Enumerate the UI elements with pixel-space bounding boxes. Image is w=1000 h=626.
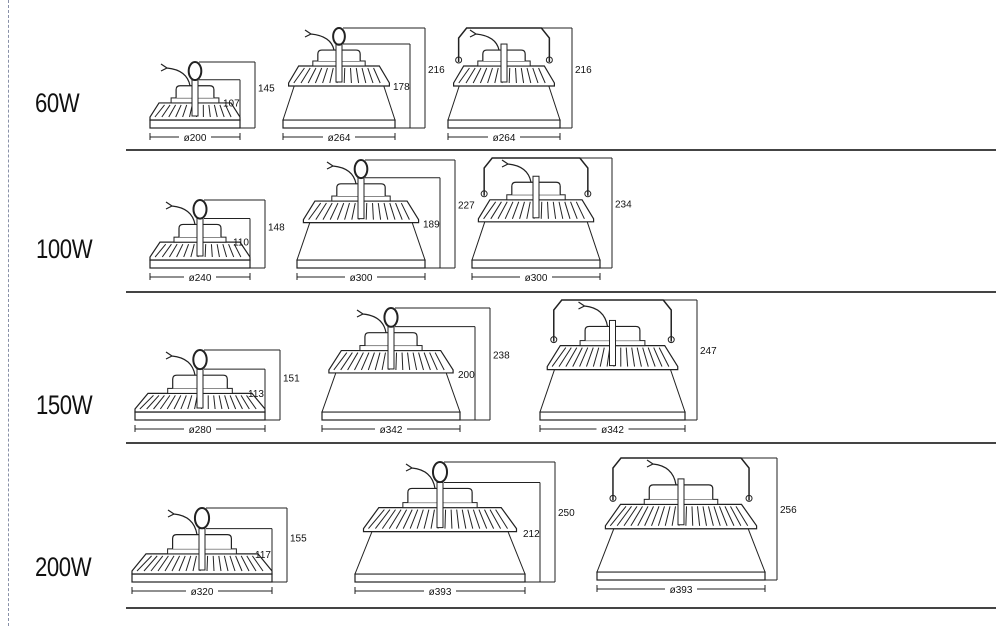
page-border-dashed xyxy=(8,0,9,626)
wattage-label-200w: 200W xyxy=(35,552,92,582)
height-dimension: 148 xyxy=(268,223,285,234)
height-dimension: 200 xyxy=(458,370,475,381)
wattage-label-150w: 150W xyxy=(36,390,93,420)
lamp-drawing-bracket: 256 ø393 xyxy=(596,457,797,596)
height-dimension: 178 xyxy=(393,82,410,93)
row-divider xyxy=(126,607,996,609)
lamp-drawing-bracket: 234 ø300 xyxy=(471,157,632,284)
height-dimension: 189 xyxy=(423,219,440,230)
height-dimension: 216 xyxy=(428,65,445,76)
diameter-dimension: ø320 xyxy=(191,587,214,598)
diameter-dimension: ø393 xyxy=(429,587,452,598)
wattage-label-60w: 60W xyxy=(35,88,80,118)
height-dimension: 212 xyxy=(523,529,540,540)
diameter-dimension: ø264 xyxy=(493,133,516,144)
diameter-dimension: ø300 xyxy=(525,273,548,284)
height-dimension: 117 xyxy=(255,550,271,561)
lamp-drawing-reflector: 238 200 ø342 xyxy=(321,307,510,436)
height-dimension: 107 xyxy=(223,98,240,109)
lamp-drawing-base: 155 117 ø320 xyxy=(131,507,307,598)
height-dimension: 238 xyxy=(493,350,510,361)
lamp-drawing-reflector: 250 212 ø393 xyxy=(354,461,575,598)
height-dimension: 247 xyxy=(700,346,717,357)
height-dimension: 227 xyxy=(458,201,475,212)
lamp-drawing-reflector: 227 189 ø300 xyxy=(296,159,475,284)
height-dimension: 151 xyxy=(283,374,300,385)
height-dimension: 234 xyxy=(615,200,632,211)
lamp-drawing-bracket: 216 ø264 xyxy=(447,27,592,144)
height-dimension: 256 xyxy=(780,505,797,516)
row-divider xyxy=(126,442,996,444)
row-divider xyxy=(126,149,996,151)
diameter-dimension: ø280 xyxy=(189,425,212,436)
diameter-dimension: ø300 xyxy=(350,273,373,284)
height-dimension: 250 xyxy=(558,508,575,519)
lamp-drawing-base: 145 107 ø200 xyxy=(149,61,275,144)
lamp-drawing-bracket: 247 ø342 xyxy=(539,299,717,436)
height-dimension: 216 xyxy=(575,65,592,76)
lamp-drawing-base: 151 113 ø280 xyxy=(134,349,300,436)
diameter-dimension: ø264 xyxy=(328,133,351,144)
height-dimension: 145 xyxy=(258,84,275,95)
height-dimension: 155 xyxy=(290,533,307,544)
diameter-dimension: ø342 xyxy=(601,425,624,436)
diameter-dimension: ø240 xyxy=(189,273,212,284)
wattage-label-100w: 100W xyxy=(36,234,93,264)
height-dimension: 110 xyxy=(233,238,249,249)
lamp-drawing-base: 148 110 ø240 xyxy=(149,199,285,284)
diameter-dimension: ø393 xyxy=(670,585,693,596)
row-divider xyxy=(126,291,996,293)
diameter-dimension: ø200 xyxy=(184,133,207,144)
diameter-dimension: ø342 xyxy=(380,425,403,436)
lamp-drawing-reflector: 216 178 ø264 xyxy=(282,26,445,144)
height-dimension: 113 xyxy=(248,389,264,400)
